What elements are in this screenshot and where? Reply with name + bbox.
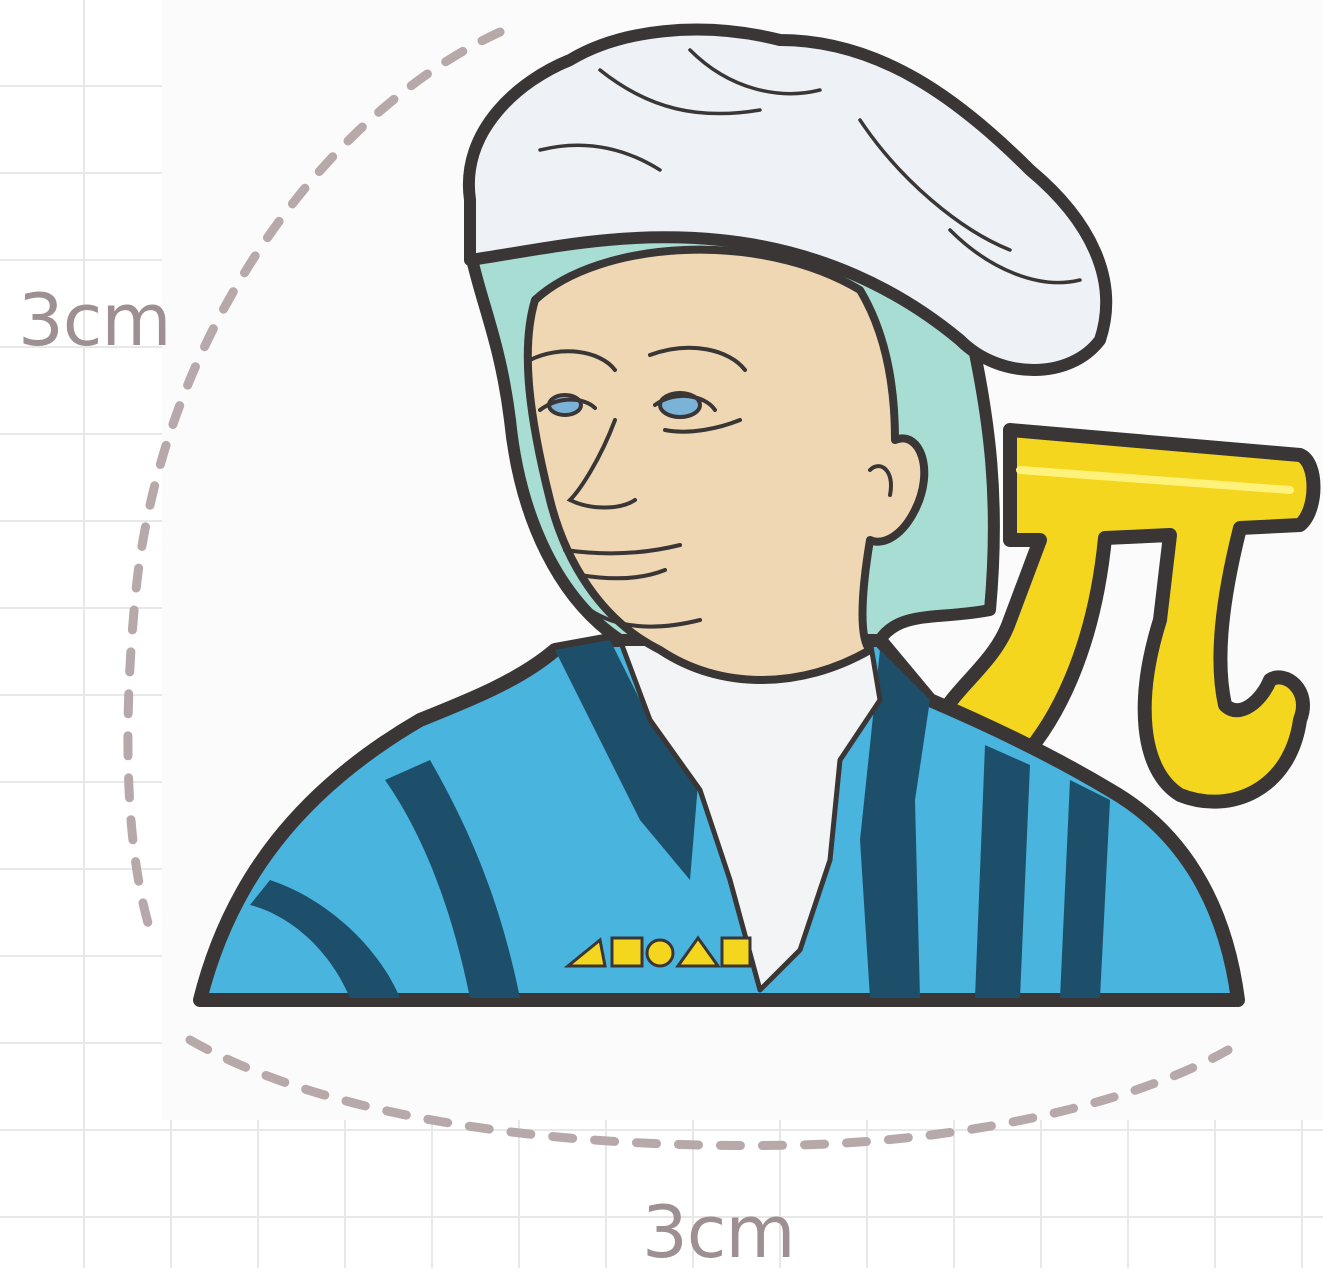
robe-badge (563, 935, 752, 968)
width-dimension-label: 3cm (642, 1190, 796, 1274)
face (523, 245, 929, 684)
hat-folds (538, 48, 1082, 285)
dashed-size-circle (123, 27, 1233, 1151)
hat (462, 23, 1113, 376)
facial-features (528, 345, 893, 629)
cravat (617, 637, 883, 993)
robe-stripes (250, 640, 1110, 998)
height-dimension-label: 3cm (18, 278, 172, 362)
